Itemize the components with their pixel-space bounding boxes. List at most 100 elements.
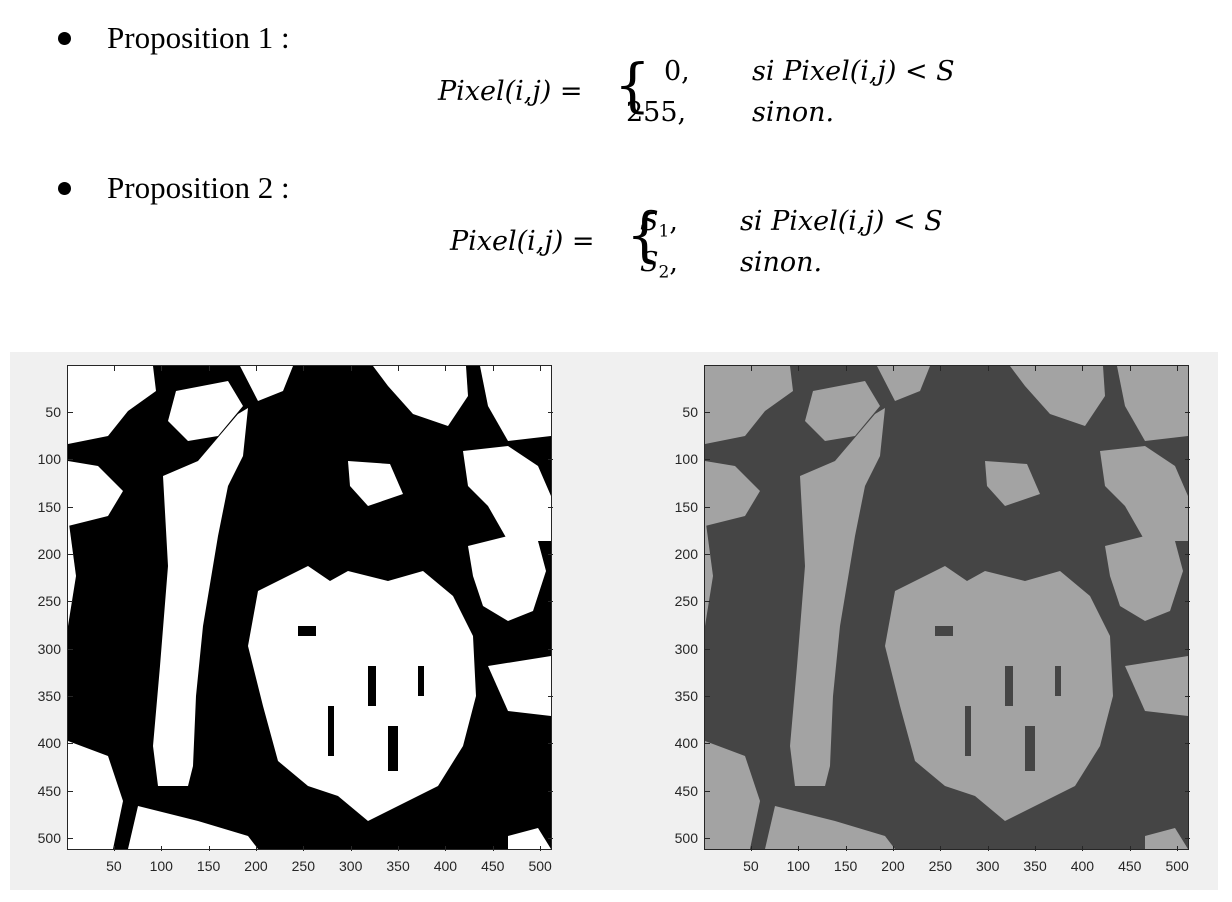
x-tick-mark	[303, 366, 305, 371]
equation-2-lhs: Pixel(i,j) =	[450, 226, 595, 257]
x-tick-label: 200	[881, 858, 905, 874]
x-tick-mark	[161, 366, 163, 371]
image-light-region	[1125, 656, 1188, 716]
y-tick-label: 250	[674, 593, 698, 610]
y-tick-mark	[1185, 553, 1190, 555]
x-tick-mark	[492, 366, 494, 371]
proposition-1-label: Proposition 1 :	[107, 20, 290, 55]
image-light-region	[705, 741, 760, 849]
image-dark-speckle	[935, 626, 953, 636]
y-tick-label: 50	[682, 403, 698, 420]
x-tick-mark	[208, 846, 210, 851]
x-tick-mark	[845, 366, 847, 371]
image-light-region	[1100, 446, 1188, 541]
x-tick-label: 500	[528, 858, 552, 874]
x-tick-label: 50	[743, 858, 759, 874]
y-tick-mark	[705, 648, 710, 650]
y-tick-label: 500	[37, 830, 61, 847]
equation-2-case-1-subscript: 1	[658, 221, 670, 242]
x-tick-mark	[1035, 366, 1037, 371]
y-tick-label: 100	[37, 451, 61, 468]
y-tick-mark	[548, 459, 553, 461]
y-tick-mark	[1185, 696, 1190, 698]
y-tick-mark	[1185, 411, 1190, 413]
image-light-region	[1105, 536, 1183, 621]
y-tick-mark	[548, 648, 553, 650]
axes-two-level-image	[704, 365, 1189, 850]
image-light-region	[877, 366, 930, 401]
y-tick-label: 500	[674, 830, 698, 847]
equation-2-case-2-condition: sinon.	[740, 247, 823, 278]
x-tick-label: 150	[833, 858, 858, 874]
image-light-region	[705, 366, 793, 444]
y-tick-mark	[68, 648, 73, 650]
image-light-region	[153, 408, 248, 786]
image-light-region	[68, 461, 123, 526]
x-tick-label: 50	[106, 858, 122, 874]
x-tick-mark	[892, 366, 894, 371]
image-light-region	[68, 366, 156, 444]
equation-1-lhs: Pixel(i,j) =	[438, 76, 583, 107]
x-tick-mark	[1082, 366, 1084, 371]
y-tick-mark	[705, 506, 710, 508]
image-dark-speckle	[298, 626, 316, 636]
equation-2-case-2-value: S2,	[640, 247, 678, 282]
proposition-2-label: Proposition 2 :	[107, 170, 290, 205]
x-tick-label: 200	[244, 858, 268, 874]
bullet-proposition-1	[58, 32, 71, 45]
y-tick-mark	[68, 790, 73, 792]
bullet-proposition-2	[58, 182, 71, 195]
y-tick-mark	[705, 411, 710, 413]
x-tick-mark	[113, 846, 115, 851]
y-tick-mark	[705, 838, 710, 840]
image-dark-speckle	[368, 666, 376, 706]
x-tick-mark	[445, 366, 447, 371]
x-tick-label: 150	[196, 858, 221, 874]
image-dark-speckle	[418, 666, 424, 696]
y-tick-mark	[705, 790, 710, 792]
x-tick-mark	[398, 366, 400, 371]
axes-binary-image	[67, 365, 552, 850]
image-light-region	[240, 366, 293, 401]
equation-2-case-1-symbol: S	[640, 206, 659, 237]
y-tick-mark	[705, 459, 710, 461]
y-tick-label: 250	[37, 593, 61, 610]
y-tick-mark	[68, 838, 73, 840]
x-tick-mark	[1082, 846, 1084, 851]
x-tick-label: 350	[1023, 858, 1047, 874]
image-light-region	[1010, 366, 1105, 426]
equation-1-case-2-condition: sinon.	[752, 97, 835, 128]
y-tick-mark	[68, 601, 73, 603]
y-tick-label: 400	[674, 735, 698, 752]
x-tick-mark	[540, 366, 542, 371]
x-tick-mark	[208, 366, 210, 371]
y-tick-label: 200	[674, 545, 698, 562]
x-tick-mark	[750, 366, 752, 371]
image-light-region	[705, 461, 760, 526]
image-light-region	[1117, 366, 1188, 441]
y-tick-mark	[1185, 459, 1190, 461]
equation-2-case-2-subscript: 2	[658, 262, 670, 283]
y-tick-mark	[68, 743, 73, 745]
y-tick-mark	[705, 553, 710, 555]
equation-1-case-1-value: 0,	[664, 56, 690, 87]
equation-1-case-1-condition: si Pixel(i,j) < S	[752, 56, 955, 87]
y-tick-mark	[1185, 648, 1190, 650]
y-tick-mark	[68, 459, 73, 461]
y-tick-mark	[548, 743, 553, 745]
x-tick-label: 250	[928, 858, 952, 874]
equation-2-case-2-symbol: S	[640, 247, 659, 278]
y-tick-mark	[1185, 506, 1190, 508]
two-level-image	[705, 366, 1188, 849]
x-tick-mark	[798, 846, 800, 851]
image-dark-speckle	[855, 666, 859, 706]
equation-2-brace: {	[626, 201, 663, 269]
x-tick-mark	[1129, 366, 1131, 371]
y-tick-mark	[68, 553, 73, 555]
image-light-region	[68, 741, 123, 849]
y-tick-mark	[1185, 838, 1190, 840]
equation-2-case-2-suffix: ,	[669, 247, 678, 278]
y-tick-label: 450	[37, 782, 61, 799]
image-light-region	[508, 828, 551, 849]
